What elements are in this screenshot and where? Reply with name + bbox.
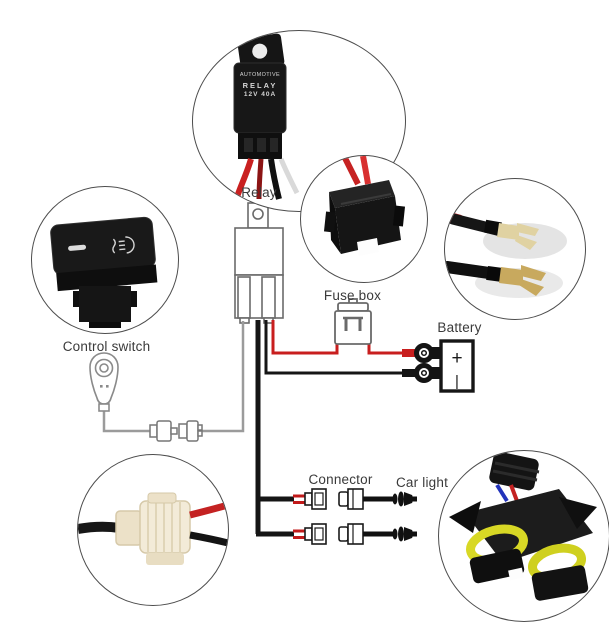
- relay-wires: [234, 158, 300, 200]
- car-light-photo: [449, 451, 597, 601]
- fuse-holder-body: [323, 180, 406, 256]
- car-light-bulb-icon: [392, 526, 417, 542]
- switch-indicator-line: [68, 244, 87, 251]
- switch-stem: [73, 286, 137, 328]
- control-switch-photo: [50, 216, 158, 328]
- fuse-box-photo-circle: [300, 155, 428, 283]
- relay-photo: [233, 33, 300, 200]
- ground-wire-black: [264, 320, 403, 375]
- blue-wire: [495, 483, 509, 503]
- relay-photo-line3: 12V 40A: [243, 91, 277, 98]
- red-wire: [509, 484, 519, 502]
- connector-label: Connector: [308, 472, 373, 487]
- battery-terminals-photo-circle: [444, 178, 586, 320]
- relay-photo-line1: AUTOMOTIVE: [239, 72, 281, 78]
- relay-base: [238, 133, 282, 159]
- socket-wing-right: [559, 497, 597, 529]
- switch-symbol-icon: [89, 352, 119, 412]
- connector-red-wire-right: [189, 501, 228, 519]
- ring-terminal-positive-icon: [402, 343, 434, 363]
- relay-photo-line2: RELAY: [242, 80, 278, 90]
- connector-black-wire-right: [189, 531, 228, 547]
- output-connector-pair-icon: [304, 523, 364, 545]
- fork-terminal-1-icon: [497, 223, 539, 250]
- fuse-box-photo: [323, 156, 406, 256]
- battery-minus-sign: |: [455, 373, 459, 390]
- control-switch-photo-circle: [31, 186, 179, 334]
- bulb-barrel: [489, 451, 540, 503]
- output-connector-pair-icon: [304, 488, 364, 510]
- relay-symbol-icon: [234, 202, 284, 324]
- car-light-photo-circle: [438, 450, 609, 622]
- battery-terminals-photo: [445, 211, 567, 298]
- connector-photo: [78, 492, 228, 565]
- fuse-symbol-icon: [334, 298, 372, 345]
- socket-body: [465, 489, 593, 563]
- power-wire-red: [271, 320, 403, 355]
- connector-housing: [115, 492, 191, 565]
- relay-mounting-tab-icon: [237, 33, 285, 71]
- socket-wing-left: [449, 501, 481, 533]
- battery-symbol-icon: + |: [432, 339, 475, 393]
- battery-plus-sign: +: [451, 348, 462, 369]
- fuse-box-label: Fuse box: [323, 288, 382, 303]
- terminal-cable-2: [445, 261, 509, 283]
- fuse-box-wires: [342, 156, 371, 186]
- output-row-1: [293, 488, 417, 510]
- battery-label: Battery: [437, 320, 482, 335]
- fog-light-icon: [112, 236, 135, 254]
- switch-connector-pair-icon: [149, 420, 203, 442]
- connector-black-wire-left: [78, 521, 121, 534]
- car-light-label: Car light: [395, 475, 449, 490]
- ring-terminal-negative-icon: [402, 363, 434, 383]
- switch-button-front: [56, 264, 158, 292]
- highlight: [508, 567, 524, 581]
- output-row-2: [293, 523, 417, 545]
- socket-base-2: [531, 565, 589, 601]
- car-light-bulb-icon: [392, 491, 417, 507]
- relay-label: Relay: [241, 185, 277, 200]
- main-output-wire: [255, 320, 294, 537]
- fork-terminal-2-icon: [499, 265, 546, 296]
- terminal-cable-1: [445, 211, 507, 237]
- relay-photo-label: AUTOMOTIVE RELAY 12V 40A: [234, 72, 286, 99]
- control-switch-label: Control switch: [62, 339, 151, 354]
- connector-photo-circle: [77, 454, 229, 606]
- switch-wire: [102, 321, 245, 433]
